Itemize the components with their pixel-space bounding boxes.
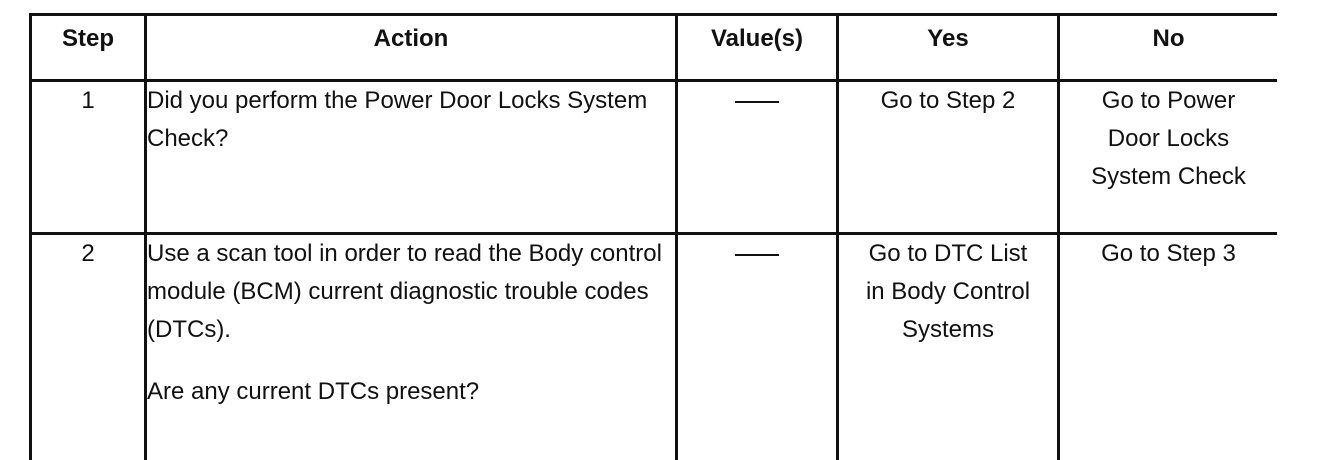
header-action: Action <box>144 13 678 82</box>
step-number: 1 <box>29 79 147 235</box>
action-text: Use a scan tool in order to read the Bod… <box>147 240 662 343</box>
action-cell: Did you perform the Power Door Locks Sys… <box>144 79 678 235</box>
yes-text-line: Systems <box>901 316 994 343</box>
no-cell: Go to Step 3 <box>1057 232 1277 460</box>
no-text-line: Door Locks <box>1107 125 1230 152</box>
yes-text: Go to Step 2 <box>880 87 1016 114</box>
yes-cell: Go to Step 2 <box>836 79 1060 235</box>
step-number: 2 <box>29 232 147 460</box>
table-row: 1 Did you perform the Power Door Locks S… <box>29 79 1277 235</box>
no-text-line: Go to Power <box>1101 87 1236 114</box>
table-row: 2 Use a scan tool in order to read the B… <box>29 232 1277 460</box>
action-question: Are any current DTCs present? <box>147 378 480 405</box>
no-cell: Go to Power Door Locks System Check <box>1057 79 1277 235</box>
yes-text-line: Go to DTC List <box>868 240 1028 267</box>
header-no: No <box>1057 13 1277 82</box>
empty-value-dash <box>735 100 779 103</box>
yes-cell: Go to DTC List in Body Control Systems <box>836 232 1060 460</box>
table-header-row: Step Action Value(s) Yes No <box>29 13 1277 82</box>
value-cell <box>675 79 839 235</box>
yes-text-line: in Body Control <box>865 278 1031 305</box>
value-cell <box>675 232 839 460</box>
diagnostic-table: Step Action Value(s) Yes No 1 Did you pe… <box>29 13 1277 460</box>
action-text: Did you perform the Power Door Locks Sys… <box>147 87 648 152</box>
action-cell: Use a scan tool in order to read the Bod… <box>144 232 678 460</box>
header-values: Value(s) <box>675 13 839 82</box>
no-text-line: System Check <box>1091 163 1246 190</box>
header-step: Step <box>29 13 147 82</box>
empty-value-dash <box>735 253 779 256</box>
header-yes: Yes <box>836 13 1060 82</box>
no-text: Go to Step 3 <box>1101 240 1236 267</box>
diagnostic-table-container: Step Action Value(s) Yes No 1 Did you pe… <box>29 13 1277 460</box>
